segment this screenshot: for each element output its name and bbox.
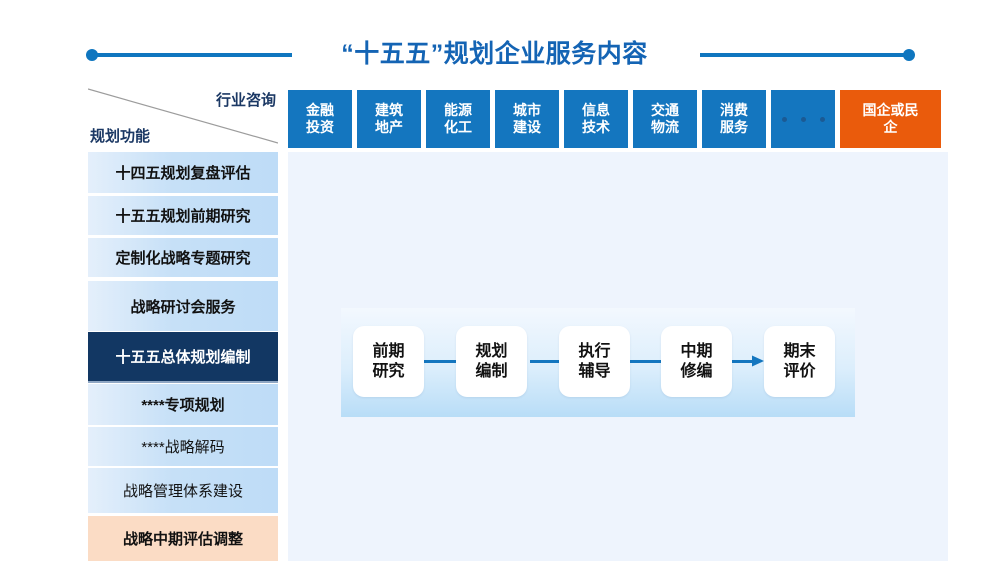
flow-connector [424,360,456,363]
matrix-row-label[interactable]: 十四五规划复盘评估 [88,152,278,193]
matrix-row-label-text: 十五五总体规划编制 [115,349,251,366]
matrix-row-label[interactable]: 十五五总体规划编制 [88,332,278,383]
service-flow-band: 前期 研究 规划 编制 执行 辅导 中期 修编 期末 评价 [341,308,855,417]
flow-step-label: 期末 评价 [783,342,816,380]
matrix-row-label-text: 定制化战略专题研究 [115,250,251,267]
matrix-row-label-text: 战略管理体系建设 [122,483,243,500]
matrix-row-label-text: 战略中期评估调整 [122,531,243,548]
flow-connector [630,360,661,363]
title-rule-left [96,53,292,57]
matrix-column-header[interactable]: 信息 技术 [564,90,628,148]
matrix-row-label[interactable]: ****战略解码 [88,427,278,466]
matrix-column-header-label: 建筑 地产 [375,102,403,135]
page-title: “十五五”规划企业服务内容 [341,40,648,68]
matrix-column-header-label: 城市 建设 [513,102,541,135]
matrix-column-header[interactable]: 建筑 地产 [357,90,421,148]
flow-step-node[interactable]: 执行 辅导 [559,326,630,397]
flow-step-label: 前期 研究 [372,342,405,380]
matrix-column-header-label: 信息 技术 [582,102,610,135]
title-rule-right [700,53,907,57]
corner-column-axis-label: 行业咨询 [215,92,276,109]
matrix-row-label-text: ****战略解码 [141,439,225,456]
page-title-bar: “十五五”规划企业服务内容 [0,34,989,74]
matrix-column-header-label: 金融 投资 [306,102,334,135]
flow-step-node[interactable]: 中期 修编 [661,326,732,397]
matrix-row-label[interactable]: 定制化战略专题研究 [88,238,278,277]
flow-connector [530,360,559,363]
matrix-column-header-label: 消费 服务 [720,102,748,135]
matrix-row-label-text: 十五五规划前期研究 [115,208,251,225]
flow-step-label: 中期 修编 [680,342,713,380]
matrix-corner-cell: 行业咨询 规划功能 [88,88,278,146]
matrix-row-label[interactable]: 战略中期评估调整 [88,516,278,561]
matrix-column-header[interactable]: 消费 服务 [702,90,766,148]
matrix-row-label[interactable]: 战略管理体系建设 [88,468,278,513]
matrix-row-label[interactable]: ****专项规划 [88,384,278,425]
matrix-column-header[interactable]: 城市 建设 [495,90,559,148]
matrix-row-label-text: 十四五规划复盘评估 [115,165,251,182]
matrix-column-header[interactable]: 国企或民 企 [840,90,941,148]
title-dot-left-icon [86,49,98,61]
matrix-column-header[interactable] [771,90,835,148]
matrix-column-header[interactable]: 金融 投资 [288,90,352,148]
flow-step-label: 执行 辅导 [578,342,611,380]
flow-step-node[interactable]: 前期 研究 [353,326,424,397]
matrix-row-label-text: 战略研讨会服务 [130,298,236,316]
matrix-column-header[interactable]: 交通 物流 [633,90,697,148]
matrix-row-label[interactable]: 战略研讨会服务 [88,281,278,331]
matrix-column-header-label: 能源 化工 [444,102,472,135]
title-dot-right-icon [903,49,915,61]
corner-diagonal-divider [88,88,278,144]
flow-step-label: 规划 编制 [475,342,508,380]
flow-arrowhead-icon [752,355,764,367]
flow-connector [732,360,754,363]
matrix-row-label[interactable]: 十五五规划前期研究 [88,196,278,235]
matrix-column-header-label: 国企或民 企 [862,102,919,135]
matrix-row-label-text: ****专项规划 [141,397,225,414]
flow-step-node[interactable]: 期末 评价 [764,326,835,397]
corner-row-axis-label: 规划功能 [90,128,151,145]
matrix-column-header-label: 交通 物流 [651,102,679,135]
more-columns-ellipsis-icon [771,116,835,122]
flow-step-node[interactable]: 规划 编制 [456,326,527,397]
matrix-column-header[interactable]: 能源 化工 [426,90,490,148]
